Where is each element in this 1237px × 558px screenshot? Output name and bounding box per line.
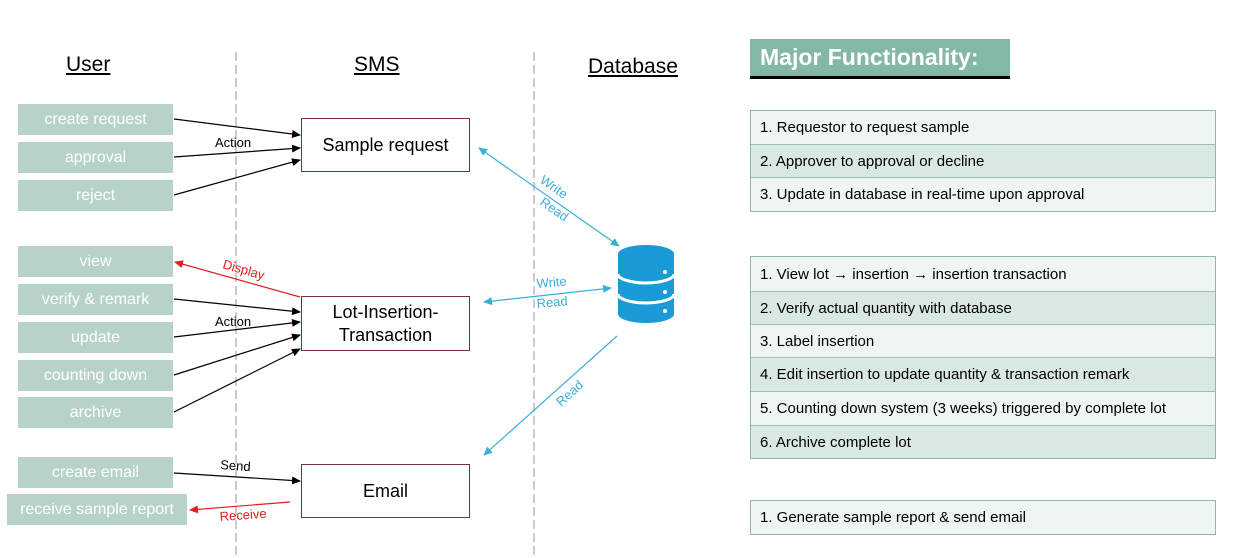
major-functionality-title: Major Functionality:: [750, 39, 1010, 79]
actor-reject: reject: [18, 180, 173, 211]
process-sample-request: Sample request: [301, 118, 470, 172]
actor-view: view: [18, 246, 173, 277]
functionality-table-sample-request: 1. Requestor to request sample 2. Approv…: [750, 110, 1216, 212]
label-read-email: Read: [553, 377, 586, 409]
arrow-database-email: [483, 335, 618, 456]
label-read-sample: Read: [537, 194, 571, 224]
functionality-item: 1. Requestor to request sample: [751, 111, 1215, 144]
actor-archive: archive: [18, 397, 173, 428]
functionality-table-email: 1. Generate sample report & send email: [750, 500, 1216, 535]
actor-receive-sample-report: receive sample report: [7, 494, 187, 525]
database-cylinder-icon: [616, 245, 676, 323]
functionality-item: 4. Edit insertion to update quantity & t…: [751, 357, 1215, 391]
label-display: Display: [221, 256, 267, 282]
label-write-sample: Write: [537, 172, 570, 202]
functionality-item: 6. Archive complete lot: [751, 425, 1215, 458]
arrow-receive: [189, 501, 291, 514]
functionality-item: 2. Approver to approval or decline: [751, 144, 1215, 177]
lane-title-user: User: [66, 53, 111, 76]
functionality-item: 1. Generate sample report & send email: [751, 501, 1215, 534]
process-email: Email: [301, 464, 470, 518]
label-send: Send: [220, 457, 251, 474]
functionality-item: 3. Update in database in real-time upon …: [751, 177, 1215, 211]
functionality-item: 3. Label insertion: [751, 324, 1215, 357]
arrow-archive: [173, 348, 301, 413]
label-read-lot: Read: [536, 293, 568, 311]
actor-verify-remark: verify & remark: [18, 284, 173, 315]
functionality-table-lot-insertion: 1. View lot → insertion → insertion tran…: [750, 256, 1216, 459]
label-receive: Receive: [219, 506, 267, 524]
functionality-item: 1. View lot → insertion → insertion tran…: [751, 257, 1215, 291]
arrow-create-request: [173, 118, 301, 138]
arrow-sample-request-database: [478, 147, 620, 247]
process-lot-insertion-transaction: Lot-Insertion- Transaction: [301, 296, 470, 351]
actor-update: update: [18, 322, 173, 353]
arrow-send: [173, 472, 301, 485]
label-write-lot: Write: [536, 273, 567, 291]
arrow-update: [173, 318, 301, 338]
functionality-item: 2. Verify actual quantity with database: [751, 291, 1215, 324]
actor-approval: approval: [18, 142, 173, 173]
functionality-item: 5. Counting down system (3 weeks) trigge…: [751, 391, 1215, 425]
label-action-sample: Action: [215, 135, 251, 150]
actor-create-email: create email: [18, 457, 173, 488]
actor-create-request: create request: [18, 104, 173, 135]
arrow-counting-down: [173, 333, 301, 376]
process-lot-insertion-line2: Transaction: [338, 324, 433, 345]
arrow-lot-insertion-database: [483, 284, 612, 306]
arrow-reject: [173, 158, 301, 196]
process-lot-insertion-line1: Lot-Insertion-: [332, 302, 439, 322]
arrow-verify-remark: [173, 298, 301, 316]
arrow-approval: [173, 144, 301, 158]
arrow-display: [174, 260, 301, 298]
label-action-lot: Action: [215, 314, 251, 329]
actor-counting-down: counting down: [18, 360, 173, 391]
lane-title-database: Database: [588, 55, 678, 78]
lane-title-sms: SMS: [354, 53, 400, 76]
